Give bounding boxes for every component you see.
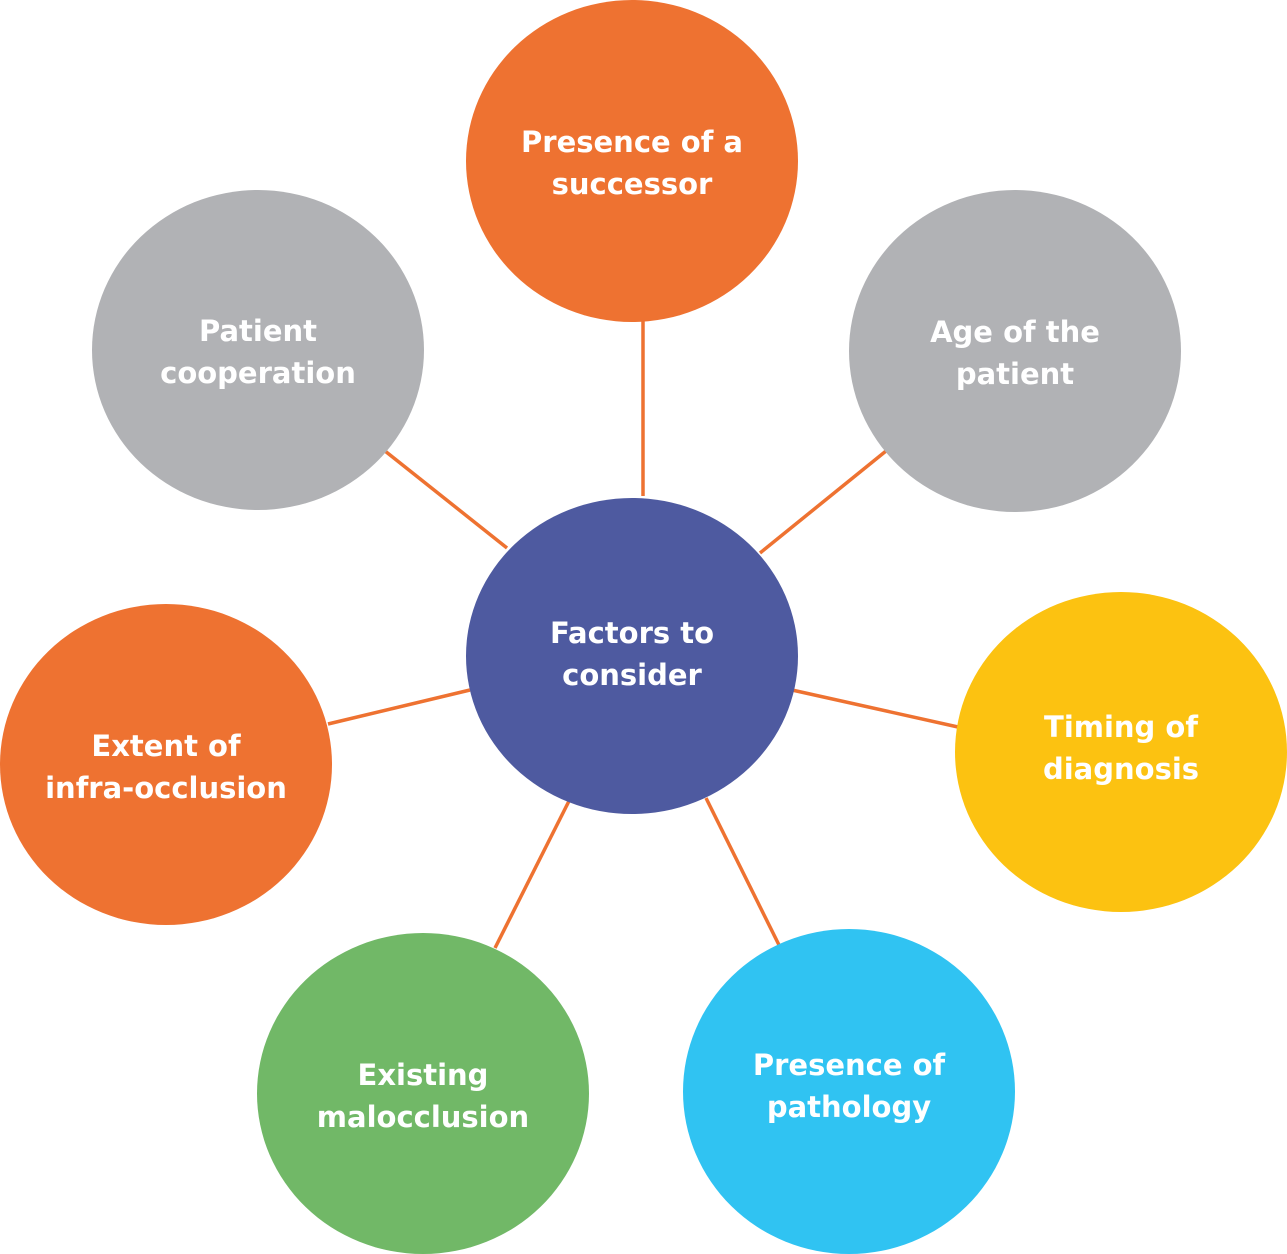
- factor-label: Presence of pathology: [753, 1044, 945, 1128]
- connector-top-left: [383, 449, 509, 550]
- factor-label-line: cooperation: [160, 356, 356, 390]
- factor-label-line: malocclusion: [316, 1099, 530, 1134]
- factor-extent-of-infra-occlusion: Extent of infra-occlusion: [0, 604, 332, 925]
- factor-label-line: pathology: [766, 1089, 932, 1124]
- factor-patient-cooperation: Patient cooperation: [92, 190, 424, 510]
- connector-top-right: [758, 449, 888, 555]
- factor-label-line: Presence of: [752, 1047, 946, 1082]
- factor-label-line: Patient: [198, 314, 318, 348]
- factor-label-line: successor: [551, 167, 713, 201]
- factor-existing-malocclusion: Existing malocclusion: [257, 933, 589, 1254]
- connector-left: [327, 688, 471, 726]
- factor-label-line: diagnosis: [1042, 752, 1200, 786]
- factor-timing-of-diagnosis: Timing of diagnosis: [955, 592, 1287, 912]
- center-label-line: Factors to: [549, 616, 715, 650]
- factor-label-line: Timing of: [1044, 710, 1198, 744]
- connector-bottom-left: [493, 800, 571, 949]
- factor-label: Age of the patient: [930, 311, 1100, 395]
- connector-bottom-right: [704, 797, 781, 946]
- factor-label-line: Age of the: [930, 315, 1100, 349]
- factor-label-line: Presence of a: [521, 125, 743, 159]
- factor-label: Extent of infra-occlusion: [45, 725, 287, 809]
- factor-label: Existing malocclusion: [317, 1054, 529, 1138]
- center-label-line: consider: [562, 658, 702, 692]
- factor-presence-of-successor: Presence of a successor: [466, 0, 798, 322]
- center-label: Factors to consider: [550, 612, 714, 696]
- factor-presence-of-pathology: Presence of pathology: [683, 929, 1015, 1254]
- factor-label-line: infra-occlusion: [45, 770, 287, 805]
- center-factors-to-consider: Factors to consider: [466, 498, 798, 814]
- factor-label: Presence of a successor: [521, 121, 743, 205]
- factor-label-line: Extent of: [91, 728, 241, 763]
- factor-label: Patient cooperation: [160, 310, 356, 394]
- factor-label-line: Existing: [357, 1057, 489, 1092]
- connector-right: [791, 688, 959, 729]
- factor-age-of-patient: Age of the patient: [849, 190, 1181, 512]
- factor-label-line: patient: [955, 357, 1075, 391]
- factor-label: Timing of diagnosis: [1043, 706, 1199, 790]
